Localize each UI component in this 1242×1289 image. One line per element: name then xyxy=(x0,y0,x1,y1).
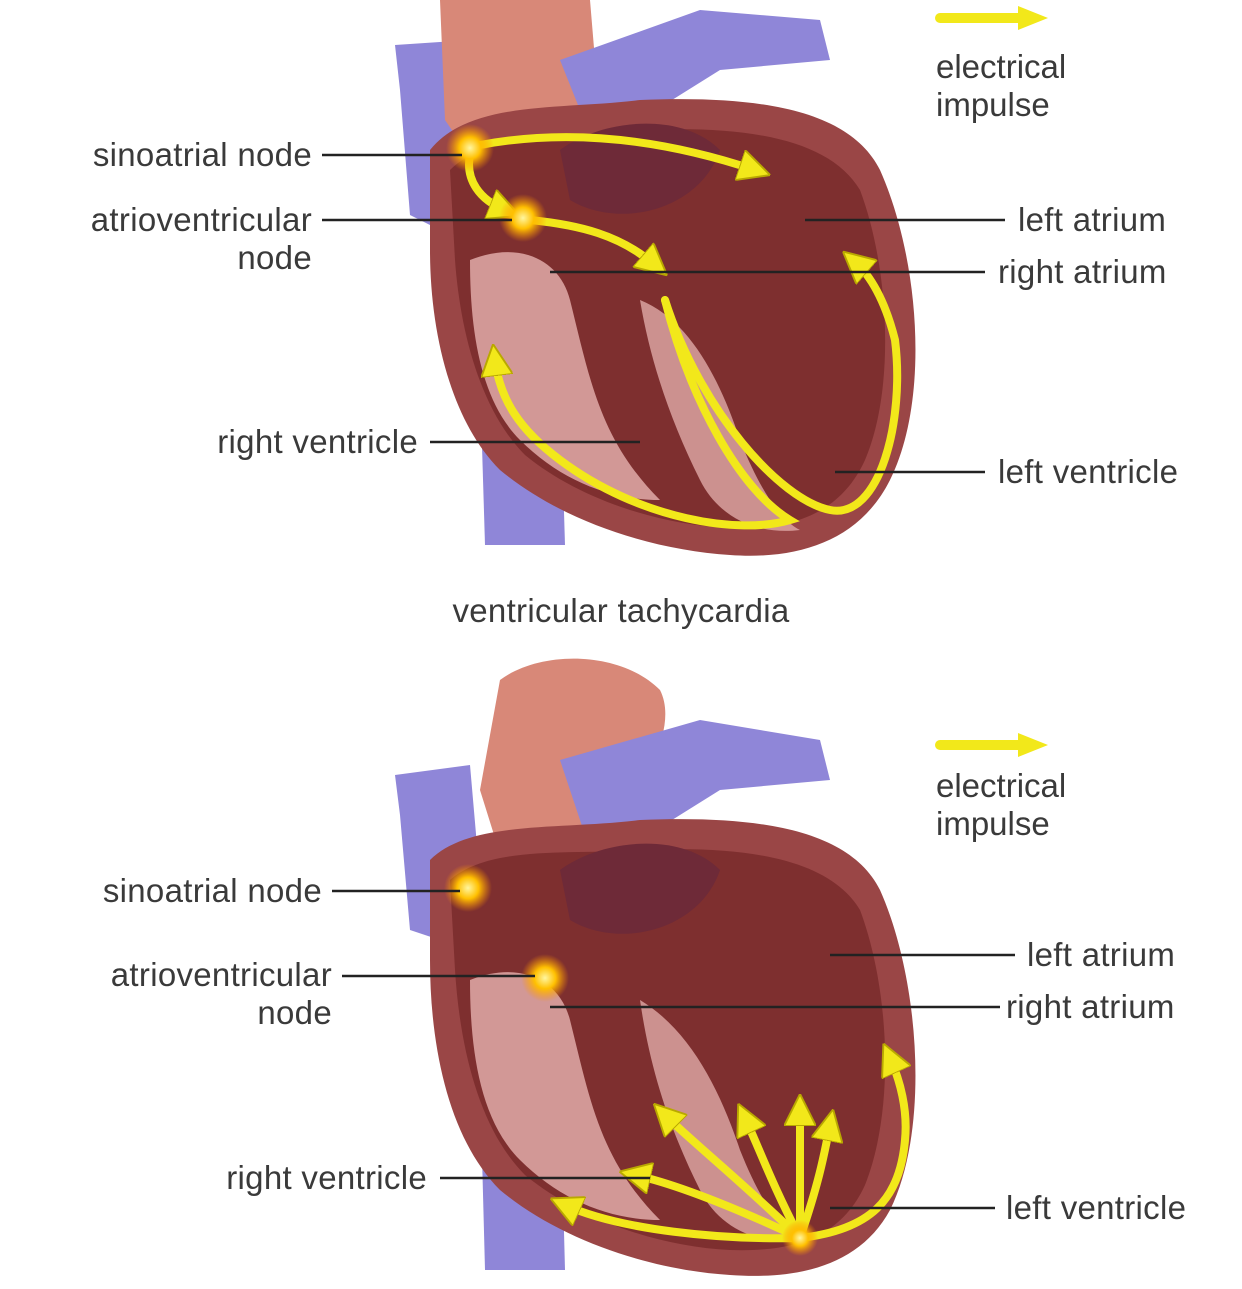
legend-line-2: impulse xyxy=(936,805,1050,842)
legend-label: electrical impulse xyxy=(936,48,1066,124)
legend-arrow-head xyxy=(1018,733,1048,757)
caption-ventricular-tachycardia: ventricular tachycardia xyxy=(452,592,790,629)
ventricular-focus xyxy=(782,1220,818,1256)
label-av-line-2: node xyxy=(257,994,332,1031)
label-av-line-1: atrioventricular xyxy=(90,201,312,238)
vt-arrow-1 xyxy=(565,1205,804,1243)
label-right-atrium: right atrium xyxy=(1006,988,1175,1025)
legend-label: electrical impulse xyxy=(936,767,1066,843)
label-sinoatrial-node: sinoatrial node xyxy=(102,872,322,909)
legend-line-2: impulse xyxy=(936,86,1050,123)
label-right-ventricle: right ventricle xyxy=(217,423,418,460)
valve-area xyxy=(560,843,720,934)
heart-panel-normal: electrical impulse sinoatrial node atrio… xyxy=(0,0,1242,590)
label-left-atrium: left atrium xyxy=(1027,936,1176,973)
impulse-arrow-left-branch xyxy=(661,262,902,515)
legend-arrow-head xyxy=(1018,6,1048,30)
label-left-atrium: left atrium xyxy=(1018,201,1167,238)
heart-illustration-vtach xyxy=(332,658,1048,1276)
vt-arrow-6 xyxy=(796,1125,830,1242)
sinoatrial-node xyxy=(446,124,494,172)
right-ventricle-wall xyxy=(470,972,660,1220)
right-ventricle-wall xyxy=(470,252,660,500)
heart-panel-vtach: electrical impulse sinoatrial node atrio… xyxy=(0,640,1242,1289)
legend-line-1: electrical xyxy=(936,767,1067,804)
vt-arrow-2 xyxy=(635,1175,804,1242)
label-right-atrium: right atrium xyxy=(998,253,1167,290)
label-atrioventricular-node: atrioventricular node xyxy=(111,956,332,1032)
label-left-ventricle: left ventricle xyxy=(998,453,1179,490)
label-right-ventricle: right ventricle xyxy=(226,1159,427,1196)
atrioventricular-node xyxy=(521,954,569,1002)
vt-arrow-3 xyxy=(665,1115,804,1242)
impulse-arrow-sa-to-la xyxy=(476,133,755,170)
septum xyxy=(640,1000,800,1241)
sinoatrial-node xyxy=(444,864,492,912)
label-av-line-1: atrioventricular xyxy=(110,956,332,993)
legend-line-1: electrical xyxy=(936,48,1067,85)
vt-arrow-4 xyxy=(745,1118,804,1242)
label-av-line-2: node xyxy=(237,239,312,276)
impulse-arrow-right-branch xyxy=(495,296,800,530)
label-left-ventricle: left ventricle xyxy=(1006,1189,1187,1226)
heart-illustration-normal xyxy=(322,0,1048,556)
label-atrioventricular-node: atrioventricular node xyxy=(91,201,312,277)
atrioventricular-node xyxy=(499,194,547,242)
label-sinoatrial-node: sinoatrial node xyxy=(92,136,312,173)
vt-arrow-7 xyxy=(796,1058,906,1242)
